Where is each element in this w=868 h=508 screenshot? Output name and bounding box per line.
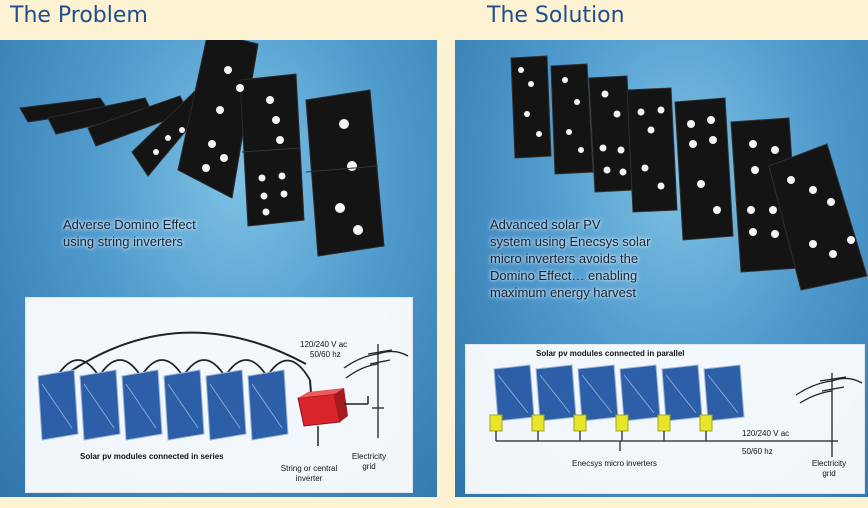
inverter-label-line: inverter — [295, 474, 323, 483]
problem-caption-line: Adverse Domino Effect — [63, 217, 196, 232]
series-diagram: 120/240 V ac 50/60 hz Solar pv modules c… — [25, 297, 413, 493]
problem-panel: Adverse Domino Effect using string inver… — [0, 40, 437, 497]
inverter-label-line: String or central — [280, 464, 338, 473]
parallel-voltage-label: 120/240 V ac — [742, 429, 790, 438]
solution-panel: Advanced solar PV system using Enecsys s… — [455, 40, 868, 497]
standing-dominoes-illustration — [510, 55, 868, 291]
problem-caption-line: using string inverters — [63, 234, 183, 249]
parallel-grid-label-line: grid — [822, 469, 836, 478]
grid-label-line: Electricity — [351, 452, 387, 461]
falling-dominoes-illustration — [19, 40, 385, 257]
parallel-grid-label: Electricity grid — [804, 459, 854, 479]
solution-caption-line: Domino Effect… enabling — [490, 268, 638, 283]
solution-caption-line: micro inverters avoids the — [490, 251, 639, 266]
parallel-diagram: Solar pv modules connected in parallel 1… — [465, 344, 865, 494]
parallel-frequency-label: 50/60 hz — [742, 447, 773, 456]
inverter-label: String or central inverter — [274, 464, 344, 484]
series-frequency-label: 50/60 hz — [310, 350, 341, 359]
parallel-grid-label-line: Electricity — [811, 459, 847, 468]
solution-caption-line: maximum energy harvest — [490, 285, 636, 300]
problem-caption: Adverse Domino Effect using string inver… — [63, 216, 196, 250]
grid-label-line: grid — [362, 462, 376, 471]
series-wiring-diagram — [37, 331, 409, 446]
parallel-wiring-diagram — [489, 364, 863, 457]
solution-heading: The Solution — [487, 3, 625, 28]
grid-label: Electricity grid — [344, 452, 394, 472]
solution-caption-line: Advanced solar PV — [490, 217, 601, 232]
series-connection-label: Solar pv modules connected in series — [80, 452, 224, 461]
solution-caption: Advanced solar PV system using Enecsys s… — [490, 216, 650, 301]
micro-inverter-label: Enecsys micro inverters — [572, 459, 657, 468]
parallel-connection-label: Solar pv modules connected in parallel — [536, 349, 685, 358]
solution-caption-line: system using Enecsys solar — [490, 234, 651, 249]
series-voltage-label: 120/240 V ac — [300, 340, 348, 349]
problem-heading: The Problem — [10, 3, 148, 28]
